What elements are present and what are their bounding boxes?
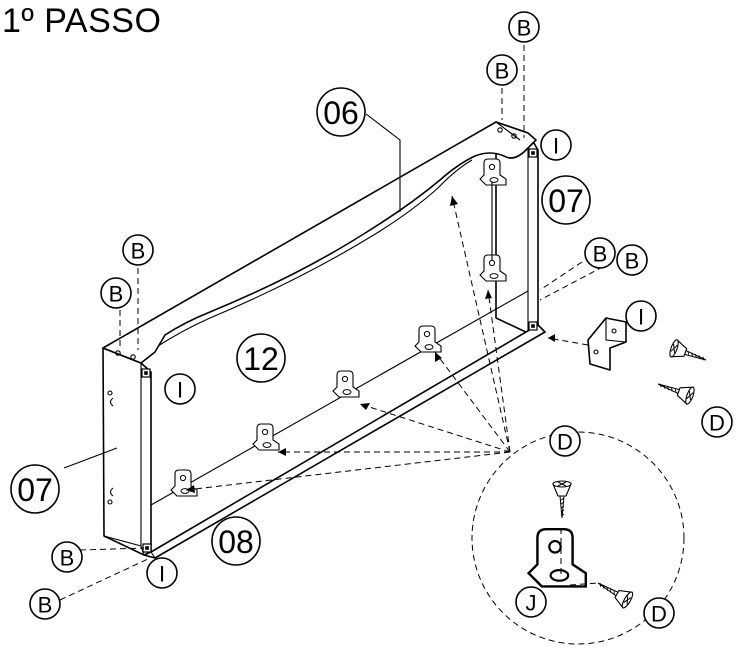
dowel-label-2: B xyxy=(486,54,518,86)
svg-text:I: I xyxy=(638,305,644,330)
dowel-label-8: B xyxy=(29,588,61,620)
connector-label-1: I xyxy=(540,129,572,161)
svg-text:I: I xyxy=(159,562,165,587)
screw-label-1: D xyxy=(701,406,733,438)
svg-text:I: I xyxy=(553,134,559,159)
svg-text:D: D xyxy=(557,430,573,455)
svg-text:J: J xyxy=(526,591,537,616)
dowel-label-6: B xyxy=(616,244,648,276)
svg-text:B: B xyxy=(625,249,640,274)
panel-12-label: 12 xyxy=(236,333,286,383)
svg-text:B: B xyxy=(495,59,510,84)
leader-lines xyxy=(63,113,401,469)
svg-text:B: B xyxy=(109,282,124,307)
svg-text:07: 07 xyxy=(17,472,53,508)
cam-connector-part xyxy=(587,317,627,371)
screw-label-3: D xyxy=(643,597,675,629)
step-title: 1º PASSO xyxy=(2,2,162,40)
svg-text:07: 07 xyxy=(548,183,584,219)
svg-text:08: 08 xyxy=(218,524,254,560)
svg-text:D: D xyxy=(709,411,725,436)
bracket-label: J xyxy=(515,586,547,618)
cam-connectors xyxy=(141,148,538,553)
callout-labels: 06 07 07 12 08 B B B B B B B B I I I I D… xyxy=(10,11,733,629)
svg-text:B: B xyxy=(593,242,608,267)
panel-08-label: 08 xyxy=(211,516,261,566)
svg-text:B: B xyxy=(38,593,53,618)
screw-label-2: D xyxy=(549,425,581,457)
connector-label-2: I xyxy=(164,373,196,405)
dowel-label-5: B xyxy=(584,237,616,269)
dowel-label-4: B xyxy=(100,277,132,309)
svg-text:12: 12 xyxy=(243,341,279,377)
connector-label-4: I xyxy=(625,300,657,332)
dowel-label-7: B xyxy=(51,541,83,573)
connector-label-3: I xyxy=(146,557,178,589)
svg-text:I: I xyxy=(177,378,183,403)
detail-callout xyxy=(471,431,685,645)
left-side-panel xyxy=(102,347,152,556)
svg-text:B: B xyxy=(517,16,532,41)
mounting-brackets xyxy=(170,158,507,497)
guide-arrows xyxy=(185,195,511,493)
panel-07-left-label: 07 xyxy=(10,464,60,514)
dowel-label-3: B xyxy=(122,234,154,266)
svg-text:B: B xyxy=(131,239,146,264)
bottom-panel xyxy=(143,290,546,559)
dowel-label-1: B xyxy=(508,11,540,43)
svg-text:06: 06 xyxy=(323,95,359,131)
top-panel xyxy=(102,121,537,364)
svg-text:B: B xyxy=(60,546,75,571)
svg-text:D: D xyxy=(651,602,667,627)
panel-06-label: 06 xyxy=(316,87,366,137)
panel-07-right-label: 07 xyxy=(541,175,591,225)
